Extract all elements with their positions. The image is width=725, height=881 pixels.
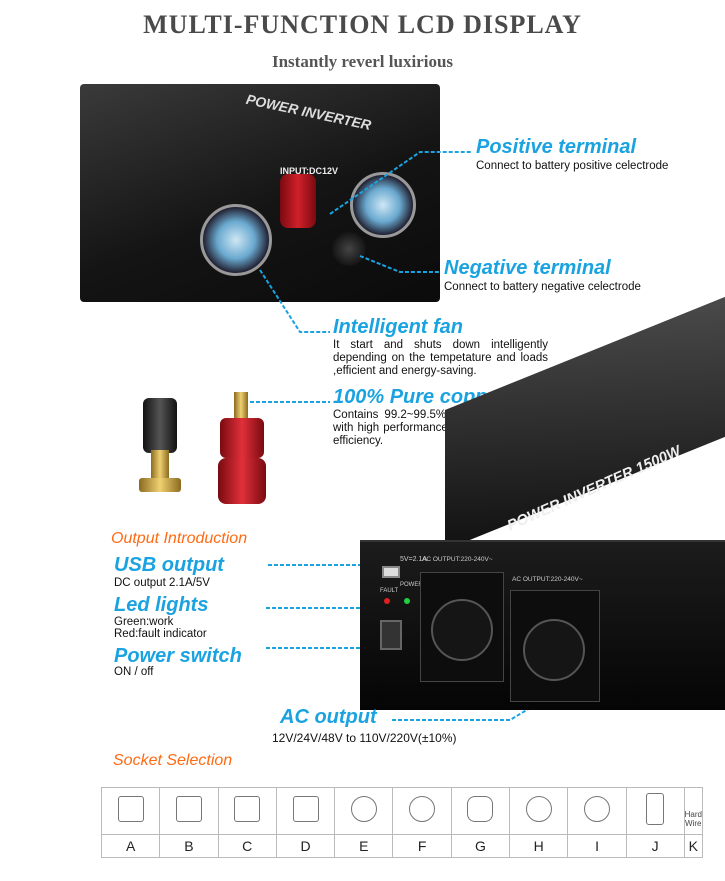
callout-negative-title: Negative terminal [444, 257, 611, 279]
red-terminal-post-icon [212, 392, 272, 512]
callout-positive-desc: Connect to battery positive celectrode [476, 160, 669, 172]
socket-letter-c: C [217, 834, 277, 858]
socket-type-b-icon [175, 795, 202, 822]
power-switch-desc: ON / off [114, 666, 154, 678]
positive-terminal-icon [280, 174, 316, 228]
output-introduction-heading: Output Introduction [111, 530, 248, 547]
socket-cell-a [100, 787, 161, 835]
socket-type-j-icon [646, 792, 665, 825]
socket-type-f-icon [409, 795, 436, 822]
socket-cell-e [334, 787, 394, 835]
socket-cell-b [159, 787, 219, 835]
socket-letter-h: H [509, 834, 569, 858]
led-lights-desc-red: Red:fault indicator [114, 628, 207, 640]
negative-terminal-icon [332, 232, 366, 266]
socket-cell-i [567, 787, 627, 835]
usb-port-label: 5V=2.1A [400, 556, 428, 563]
socket-type-e-icon [350, 795, 377, 822]
socket-letter-f: F [392, 834, 452, 858]
inverter-top-image: POWER INVERTER INPUT:DC12V [80, 84, 440, 302]
socket-letter-i: I [567, 834, 627, 858]
socket-letter-g: G [450, 834, 511, 858]
socket-letter-d: D [275, 834, 336, 858]
ac-socket-1-label: AC OUTPUT:220-240V~ [422, 556, 493, 563]
usb-port-icon [382, 566, 400, 578]
page-title: MULTI-FUNCTION LCD DISPLAY [143, 10, 582, 39]
socket-letter-e: E [334, 834, 394, 858]
input-label: INPUT:DC12V [280, 166, 339, 176]
socket-type-d-icon [292, 795, 319, 822]
black-terminal-post-icon [135, 398, 185, 503]
usb-output-title: USB output [114, 554, 224, 576]
socket-type-c-icon [234, 795, 261, 822]
socket-letter-b: B [159, 834, 219, 858]
page-subtitle: Instantly reverl luxirious [271, 52, 454, 71]
ac-socket-2-icon [510, 590, 600, 702]
led-power-label: POWER [400, 582, 423, 588]
ac-socket-2-label: AC OUTPUT:220-240V~ [512, 576, 583, 583]
fan-right-icon [350, 172, 416, 238]
socket-cell-j [625, 787, 685, 835]
socket-type-a-icon [117, 795, 144, 822]
socket-cell-h [509, 787, 569, 835]
fan-left-icon [200, 204, 272, 276]
power-switch-icon [380, 620, 402, 650]
socket-type-k-label: Hard Wire [684, 810, 702, 828]
led-lights-title: Led lights [114, 594, 209, 616]
socket-cell-g [450, 787, 511, 835]
socket-type-g-icon [467, 795, 494, 822]
socket-cell-f [392, 787, 452, 835]
led-lights-desc-green: Green:work [114, 616, 174, 628]
led-fault-label: FAULT [380, 588, 399, 594]
inverter-top-label: POWER INVERTER [244, 90, 373, 134]
ac-output-title: AC output [280, 706, 377, 728]
callout-negative-desc: Connect to battery negative celectrode [444, 281, 641, 293]
socket-cell-k: Hard Wire [683, 787, 704, 835]
socket-letter-k: K [683, 834, 704, 858]
led-red-icon [384, 598, 390, 604]
socket-type-i-icon [584, 795, 611, 822]
callout-fan-desc: It start and shuts down intelligently de… [333, 339, 548, 377]
callout-fan-title: Intelligent fan [333, 316, 463, 338]
socket-cell-c [217, 787, 277, 835]
socket-cell-d [275, 787, 336, 835]
led-green-icon [404, 598, 410, 604]
inverter-front-panel: 5V=2.1A FAULT POWER AC OUTPUT:220-240V~ … [360, 540, 725, 710]
ac-output-desc: 12V/24V/48V to 110V/220V(±10%) [272, 731, 457, 745]
socket-type-h-icon [525, 795, 552, 822]
inverter-bottom-image: POWER INVERTER 1500W 5V=2.1A FAULT POWER… [360, 296, 725, 730]
power-switch-title: Power switch [114, 645, 242, 667]
socket-letter-j: J [625, 834, 685, 858]
socket-letter-a: A [100, 834, 161, 858]
usb-output-desc: DC output 2.1A/5V [114, 577, 210, 589]
callout-positive-title: Positive terminal [476, 136, 637, 158]
socket-selection-heading: Socket Selection [113, 752, 233, 769]
ac-socket-1-icon [420, 572, 504, 682]
socket-selection-table: Hard Wire A B C D E F G H I J K [100, 787, 704, 858]
